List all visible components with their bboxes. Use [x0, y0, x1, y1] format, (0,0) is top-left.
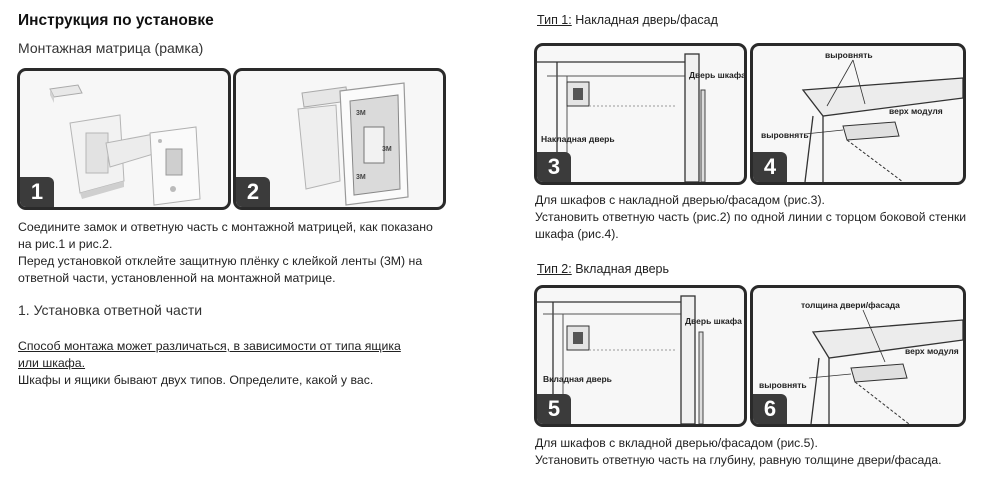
figure-number-badge: 5	[537, 394, 571, 424]
note-underlined-line: или шкафа.	[18, 356, 86, 370]
callout-label: верх модуля	[889, 106, 943, 116]
text-line: Установить ответную часть на глубину, ра…	[535, 453, 942, 467]
figure-6-panel: толщина двери/фасада выровнять верх моду…	[750, 285, 966, 427]
type-1-label: Тип 1: Накладная дверь/фасад	[537, 13, 718, 27]
type-2-prefix: Тип 2:	[537, 262, 572, 276]
callout-label: выровнять	[825, 50, 873, 60]
mounting-description: Соедините замок и ответную часть с монта…	[18, 219, 458, 287]
figure-number-badge: 3	[537, 152, 571, 182]
type-2-label: Тип 2: Вкладная дверь	[537, 262, 669, 276]
text-line: Соедините замок и ответную часть с монта…	[18, 220, 433, 234]
figure-3-panel: Накладная дверь Дверь шкафа 3	[534, 43, 747, 185]
page-title: Инструкция по установке	[18, 12, 214, 29]
figure-number-badge: 2	[236, 177, 270, 207]
type-1-description: Для шкафов с накладной дверью/фасадом (р…	[535, 192, 995, 243]
figure-2-panel: 3M 3M 3M 2	[233, 68, 446, 210]
note-underlined-line: Способ монтажа может различаться, в зави…	[18, 339, 401, 353]
figure-5-panel: Вкладная дверь Дверь шкафа 5	[534, 285, 747, 427]
text-line: на рис.1 и рис.2.	[18, 237, 113, 251]
type-2-description: Для шкафов с вкладной дверью/фасадом (ри…	[535, 435, 995, 469]
callout-label: верх модуля	[905, 346, 959, 356]
overlay-alignment-illustration	[801, 59, 963, 182]
callout-label: Накладная дверь	[541, 134, 615, 144]
tape-3m-text: 3M	[382, 146, 392, 153]
mounting-frame-illustration: 3M 3M 3M	[297, 82, 409, 206]
text-line: Для шкафов с вкладной дверью/фасадом (ри…	[535, 436, 818, 450]
text-line: Перед установкой отклейте защитную плёнк…	[18, 254, 423, 268]
text-line: Установить ответную часть (рис.2) по одн…	[535, 210, 967, 224]
text-line: ответной части, установленной на монтажн…	[18, 271, 336, 285]
callout-label: Дверь шкафа	[685, 316, 742, 326]
type-1-text: Накладная дверь/фасад	[571, 13, 718, 27]
type-1-prefix: Тип 1:	[537, 13, 572, 27]
inset-door-illustration	[537, 295, 704, 424]
figure-number-badge: 4	[753, 152, 787, 182]
figure-number-badge: 6	[753, 394, 787, 424]
note-line: Шкафы и ящики бывают двух типов. Определ…	[18, 373, 374, 387]
callout-label: выровнять	[759, 380, 807, 390]
callout-label: толщина двери/фасада	[801, 300, 900, 310]
tape-3m-text: 3M	[356, 110, 366, 117]
subtitle-mounting-frame: Монтажная матрица (рамка)	[18, 40, 204, 56]
inset-depth-illustration	[808, 309, 963, 424]
figure-1-panel: 1	[17, 68, 231, 210]
lock-assembly-illustration	[49, 84, 201, 206]
text-line: Для шкафов с накладной дверью/фасадом (р…	[535, 193, 825, 207]
tape-3m-text: 3M	[356, 174, 366, 181]
callout-label: выровнять	[761, 130, 809, 140]
callout-label: Вкладная дверь	[543, 374, 612, 384]
overlay-door-illustration	[537, 53, 706, 182]
callout-label: Дверь шкафа	[689, 70, 746, 80]
section-title: 1. Установка ответной части	[18, 302, 203, 318]
installation-note: Способ монтажа может различаться, в зави…	[18, 338, 458, 389]
figure-number-badge: 1	[20, 177, 54, 207]
figure-4-panel: выровнять выровнять верх модуля 4	[750, 43, 966, 185]
type-2-text: Вкладная дверь	[571, 262, 670, 276]
text-line: шкафа (рис.4).	[535, 227, 619, 241]
